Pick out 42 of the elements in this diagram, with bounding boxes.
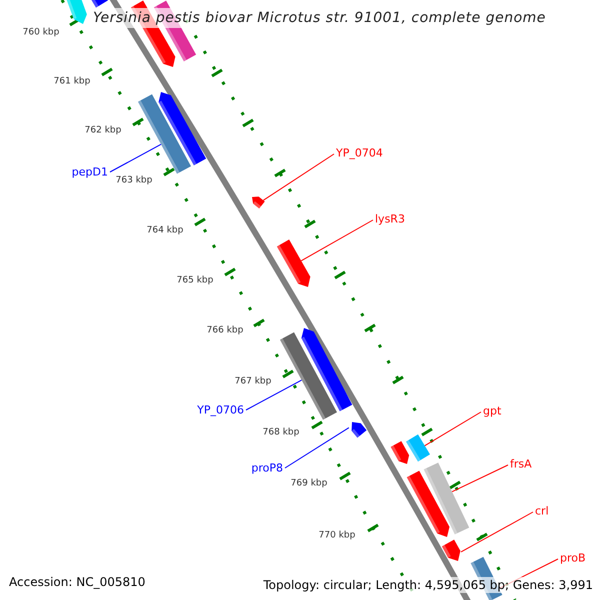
leader-line [110,144,162,172]
gene-feature-block [65,0,87,24]
tick-label: 764 kbp [146,226,184,236]
leader-line [300,220,374,262]
gene-label: pepD1 [72,166,108,178]
gene-feature-block [352,422,367,438]
gene-label: gpt [483,404,502,418]
leader-line [284,427,350,468]
gene-feature-block [90,0,108,8]
gene-label: frsA [510,458,532,470]
tick-label: 760 kbp [22,28,60,38]
leader-line [460,512,534,552]
tick-label: 769 kbp [290,478,328,490]
tick-label: 766 kbp [206,326,244,336]
tick-label: 768 kbp [262,428,300,438]
gene-label: YP_0706 [197,404,244,416]
gene-feature-block [406,434,430,462]
gene-feature-block [301,328,352,412]
tick-label: 761 kbp [54,76,90,88]
gene-feature-block [158,92,206,166]
gene-feature-block [406,470,450,537]
gene-feature-block [390,441,410,464]
leader-line [246,380,302,410]
gene-label: proP8 [251,462,283,474]
tick-label: 765 kbp [176,276,214,286]
gene-feature-block [276,240,310,287]
tick-label: 767 kbp [234,376,272,388]
gene-feature-block [252,196,265,208]
tick-label: 763 kbp [116,176,152,186]
gene-label: proB [560,552,586,564]
tick-label: 770 kbp [318,530,356,542]
gene-label: lysR3 [375,212,405,226]
leader-line [452,464,508,492]
gene-label: crl [535,504,549,518]
leader-line [262,154,334,201]
leader-line [424,412,482,446]
gene-feature-block [424,462,470,534]
gene-feature-block [442,540,460,561]
gene-label: YP_0704 [336,146,383,160]
gene-feature-block [280,332,337,420]
tick-label: 762 kbp [84,126,122,136]
gene-feature-block [138,94,191,174]
